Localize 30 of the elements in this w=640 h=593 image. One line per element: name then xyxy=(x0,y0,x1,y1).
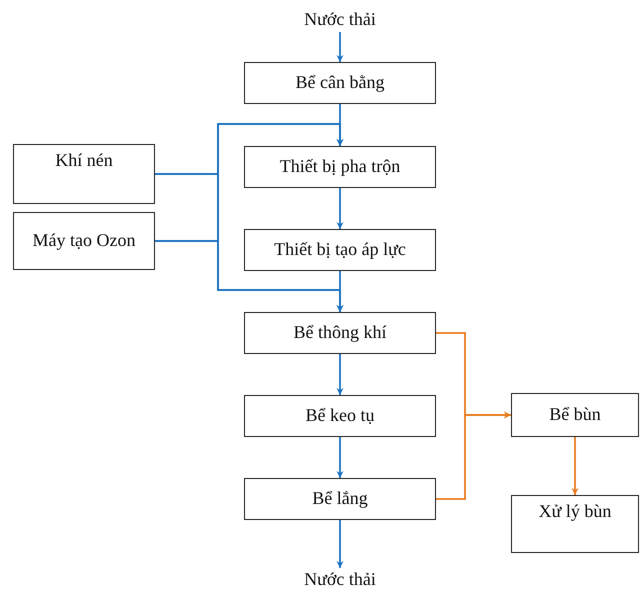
box-label: Khí nén xyxy=(55,149,113,172)
box-label: Xử lý bùn xyxy=(538,500,612,523)
process-box xyxy=(13,212,155,270)
box-label: Thiết bị pha trộn xyxy=(280,155,400,178)
flow-label: Nước thải xyxy=(304,8,376,32)
process-box xyxy=(511,495,639,553)
box-label: Bể cân bằng xyxy=(296,71,384,94)
process-box xyxy=(244,312,436,354)
process-box xyxy=(511,393,639,437)
flow-arrow xyxy=(336,271,344,312)
flow-label: Nước thải xyxy=(304,568,376,592)
process-box xyxy=(13,144,155,204)
box-label: Bể bùn xyxy=(549,403,601,426)
flow-arrow xyxy=(336,437,344,478)
flow-arrow xyxy=(336,520,344,568)
process-box xyxy=(244,62,436,104)
flow-arrow xyxy=(336,188,344,229)
process-box xyxy=(244,146,436,188)
process-box xyxy=(244,478,436,520)
flow-arrow xyxy=(336,32,344,62)
flow-arrow xyxy=(572,437,578,495)
box-label: Bể lắng xyxy=(312,487,368,510)
process-box xyxy=(244,395,436,437)
box-label: Thiết bị tạo áp lực xyxy=(274,238,406,262)
box-label: Bể thông khí xyxy=(294,321,386,344)
flow-arrow xyxy=(336,354,344,395)
box-label: Máy tạo Ozon xyxy=(32,229,136,252)
box-label: Bể keo tụ xyxy=(306,404,374,428)
process-box xyxy=(244,229,436,271)
flow-arrow xyxy=(436,412,511,500)
